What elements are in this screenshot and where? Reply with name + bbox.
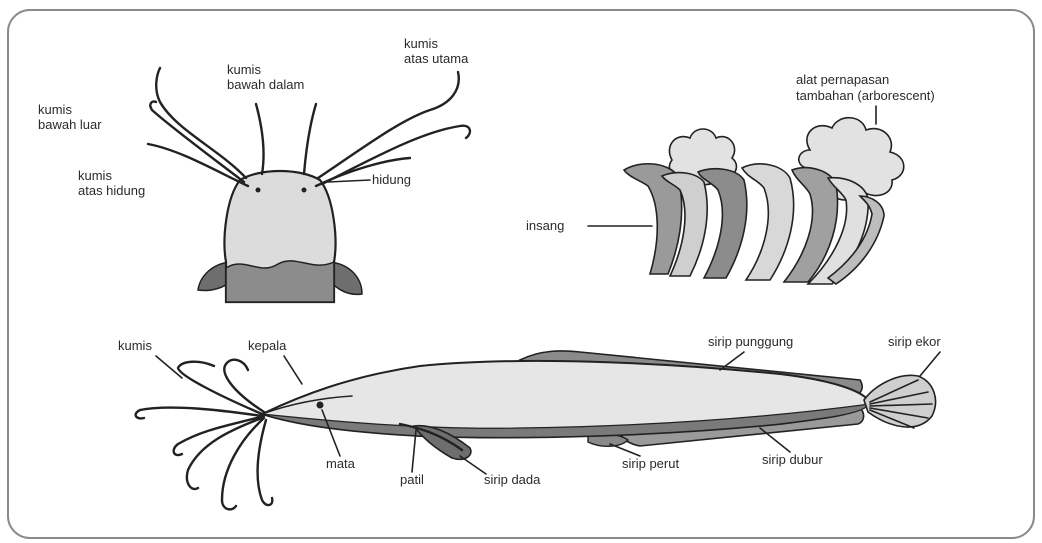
fish-eye [317,402,324,409]
label-sirip-punggung: sirip punggung [708,334,793,349]
label-sirip-dada: sirip dada [484,472,541,487]
label-insang: insang [526,218,564,233]
nostril-left [256,188,261,193]
label-hidung: hidung [372,172,411,187]
label-kepala: kepala [248,338,287,353]
head-lower-shade [226,261,334,302]
label-sirip-perut: sirip perut [622,456,679,471]
label-sirip-ekor: sirip ekor [888,334,941,349]
label-patil: patil [400,472,424,487]
label-mata: mata [326,456,356,471]
label-sirip-dubur: sirip dubur [762,452,823,467]
nostril-right [302,188,307,193]
label-kumis: kumis [118,338,152,353]
